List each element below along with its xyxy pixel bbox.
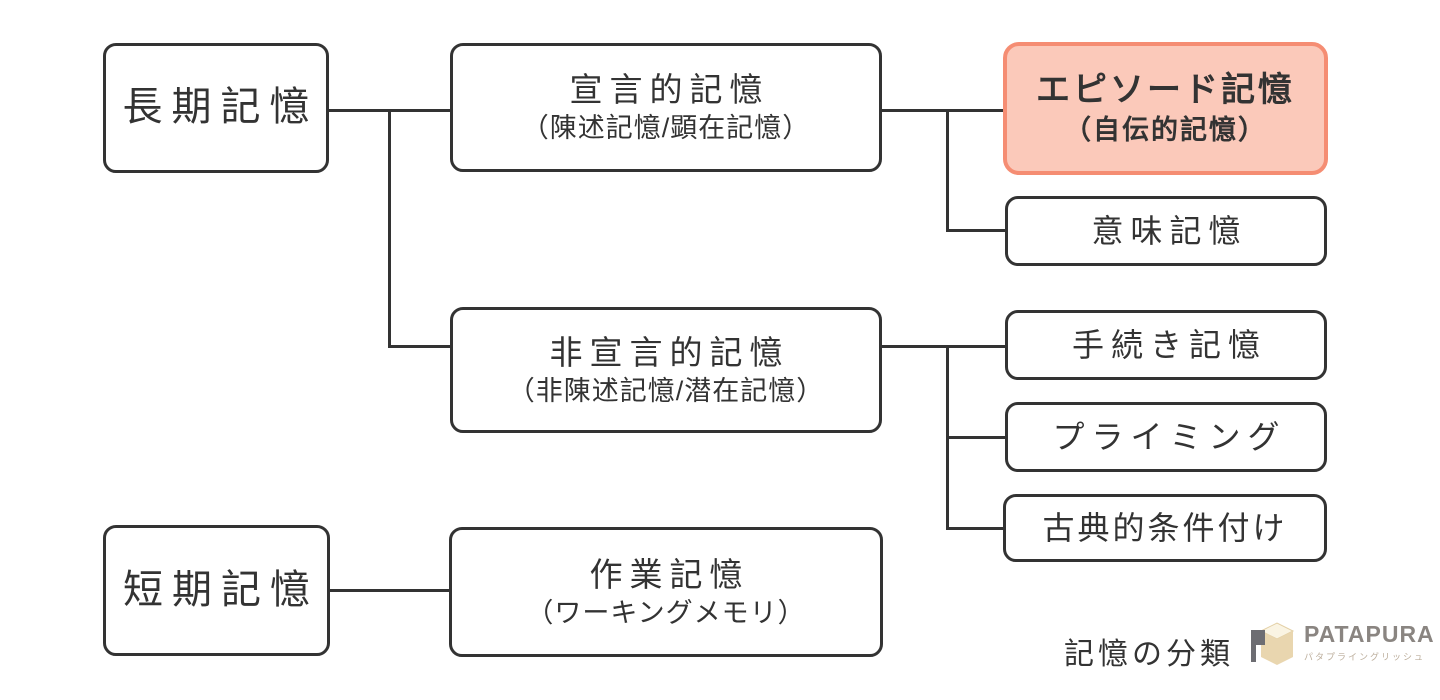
node-label: 非宣言的記憶: [549, 333, 790, 371]
connector-nondeclarative-to-procedural: [882, 345, 1005, 348]
node-label: 作業記憶: [589, 555, 750, 593]
connector-declarative-vertical: [946, 109, 949, 232]
connector-to-semantic: [946, 229, 1005, 232]
connector-shortterm-to-working: [330, 589, 449, 592]
node-nondeclarative-memory: 非宣言的記憶 （非陳述記憶/潜在記憶）: [450, 307, 882, 433]
node-declarative-memory: 宣言的記憶 （陳述記憶/顕在記憶）: [450, 43, 882, 172]
patapura-cube-icon: [1251, 622, 1295, 665]
node-label: 古典的条件付け: [1042, 509, 1288, 546]
logo-subtitle: パタプライングリッシュ: [1304, 652, 1426, 663]
node-priming: プライミング: [1005, 402, 1327, 472]
connector-to-nondeclarative: [388, 345, 450, 348]
logo-brand-name: PATAPURA: [1304, 621, 1435, 647]
node-label: 短期記憶: [123, 567, 319, 612]
node-sublabel: （陳述記憶/顕在記憶）: [521, 113, 811, 144]
node-label: 意味記憶: [1091, 212, 1248, 249]
node-sublabel: （自伝的記憶）: [1064, 114, 1267, 145]
node-label: 長期記憶: [122, 85, 319, 130]
node-procedural-memory: 手続き記憶: [1005, 310, 1327, 380]
node-label: 手続き記憶: [1071, 326, 1267, 363]
connector-longterm-vertical: [388, 109, 391, 348]
node-label: エピソード記憶: [1036, 71, 1295, 110]
node-long-term-memory: 長期記憶: [103, 43, 329, 173]
node-semantic-memory: 意味記憶: [1005, 196, 1327, 266]
node-label: プライミング: [1052, 418, 1287, 455]
diagram-title: 記憶の分類: [1064, 638, 1234, 671]
node-working-memory: 作業記憶 （ワーキングメモリ）: [449, 527, 883, 657]
node-classical-conditioning: 古典的条件付け: [1003, 494, 1327, 562]
node-sublabel: （ワーキングメモリ）: [526, 597, 806, 628]
node-label: 宣言的記憶: [569, 71, 770, 109]
patapura-logo: PATAPURA パタプライングリッシュ: [1248, 618, 1435, 670]
connector-to-classical-conditioning: [946, 527, 1003, 530]
node-sublabel: （非陳述記憶/潜在記憶）: [507, 375, 825, 406]
node-short-term-memory: 短期記憶: [103, 525, 330, 656]
connector-to-priming: [946, 436, 1005, 439]
node-episodic-memory-highlighted: エピソード記憶 （自伝的記憶）: [1003, 42, 1328, 175]
logo-text-block: PATAPURA パタプライングリッシュ: [1304, 618, 1435, 663]
connector-declarative-to-episodic: [882, 109, 1003, 112]
